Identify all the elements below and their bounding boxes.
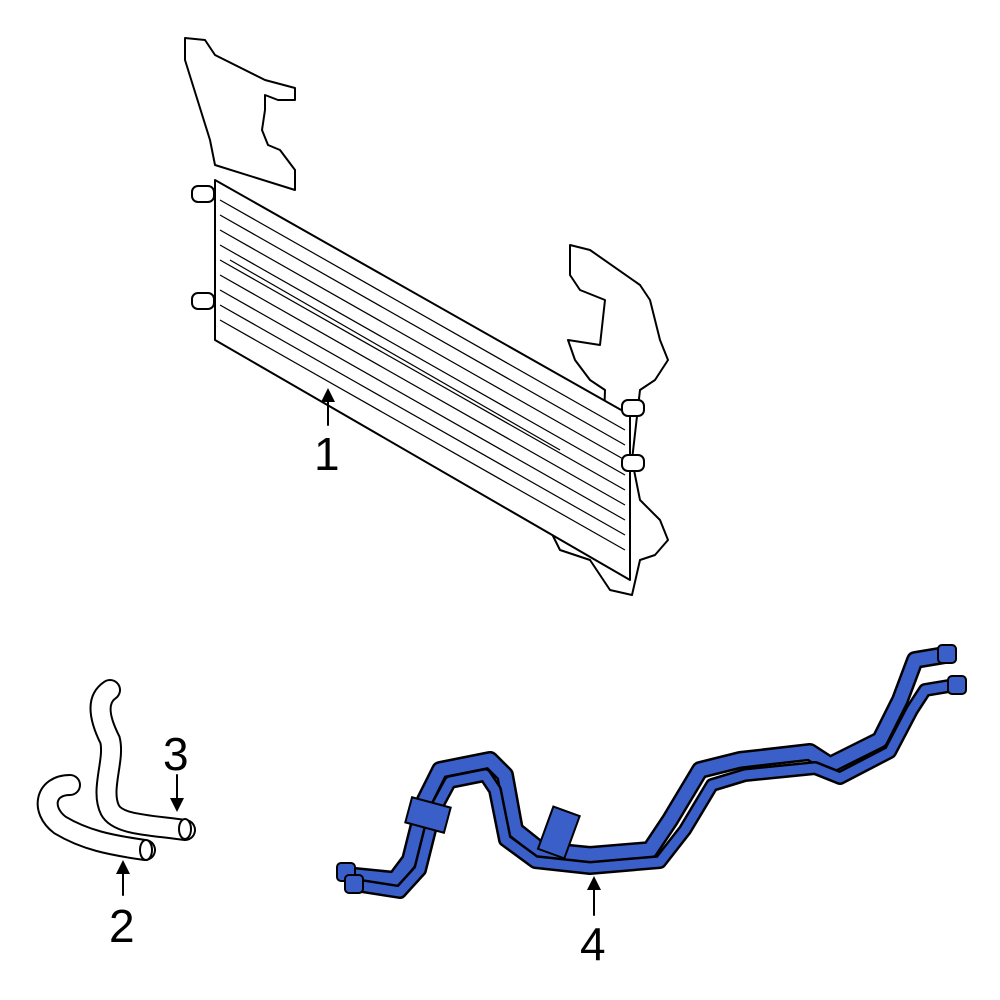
callout-2: 2 <box>109 860 135 952</box>
callout-number: 2 <box>109 900 135 952</box>
hose-part-3[interactable] <box>89 679 196 841</box>
tube-assembly-part-4[interactable] <box>336 644 967 899</box>
arrow-icon <box>116 860 130 874</box>
arrow-icon <box>587 876 601 890</box>
callout-3: 3 <box>163 728 189 812</box>
callout-number: 1 <box>314 428 340 480</box>
callout-1: 1 <box>314 388 340 480</box>
arrow-icon <box>170 798 184 812</box>
hose-part-2[interactable] <box>36 774 156 861</box>
callout-4: 4 <box>580 876 606 970</box>
cooler-fins <box>219 199 626 551</box>
arrow-icon <box>321 388 335 402</box>
cooler-part-1[interactable] <box>184 37 669 596</box>
callout-number: 3 <box>163 728 189 780</box>
callout-number: 4 <box>580 918 606 970</box>
